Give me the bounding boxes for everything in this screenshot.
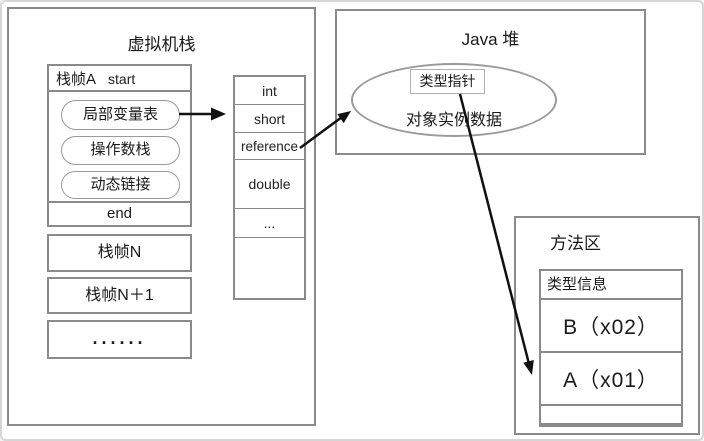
method-area-title: 方法区 [550, 234, 601, 253]
stack-frame-a-header: 栈帧A start [49, 66, 190, 92]
method-area-box: 方法区 类型信息 B（x02） A（x01） [514, 216, 700, 435]
object-ellipse [351, 63, 557, 137]
type-cell-int: int [235, 77, 304, 105]
stack-frame-n-box: 栈帧N [47, 234, 192, 272]
stack-frame-a-start-label: start [108, 71, 136, 87]
type-info-header: 类型信息 [541, 271, 681, 300]
type-info-row-empty [541, 406, 681, 425]
object-instance-data-label: 对象实例数据 [405, 112, 502, 129]
operand-stack-pill: 操作数栈 [61, 136, 180, 165]
type-cell-empty [235, 238, 304, 298]
type-column-table: int short reference double ... [233, 75, 306, 300]
type-pointer-box: 类型指针 [410, 69, 485, 94]
type-cell-short: short [235, 105, 304, 133]
type-info-table: 类型信息 B（x02） A（x01） [539, 269, 683, 427]
stack-frames-ellipsis-box: ...... [47, 320, 192, 359]
stack-frame-a-end-label: end [49, 201, 190, 225]
stack-frame-n-plus-1-box: 栈帧N＋1 [47, 277, 192, 314]
java-heap-title: Java 堆 [461, 30, 520, 49]
dynamic-linking-pill: 动态链接 [61, 171, 180, 199]
vm-stack-title: 虚拟机栈 [127, 35, 196, 54]
type-cell-double: double [235, 160, 304, 209]
type-cell-reference: reference [235, 133, 304, 160]
java-heap-box: Java 堆 类型指针 对象实例数据 [335, 9, 646, 155]
stack-frame-a-box: 栈帧A start 局部变量表 操作数栈 动态链接 end [47, 64, 192, 227]
type-info-row-b: B（x02） [541, 300, 681, 353]
type-cell-ellipsis: ... [235, 209, 304, 238]
local-variable-table-pill: 局部变量表 [61, 100, 180, 130]
stack-frame-a-name: 栈帧A [56, 71, 97, 88]
type-info-row-a: A（x01） [541, 353, 681, 406]
